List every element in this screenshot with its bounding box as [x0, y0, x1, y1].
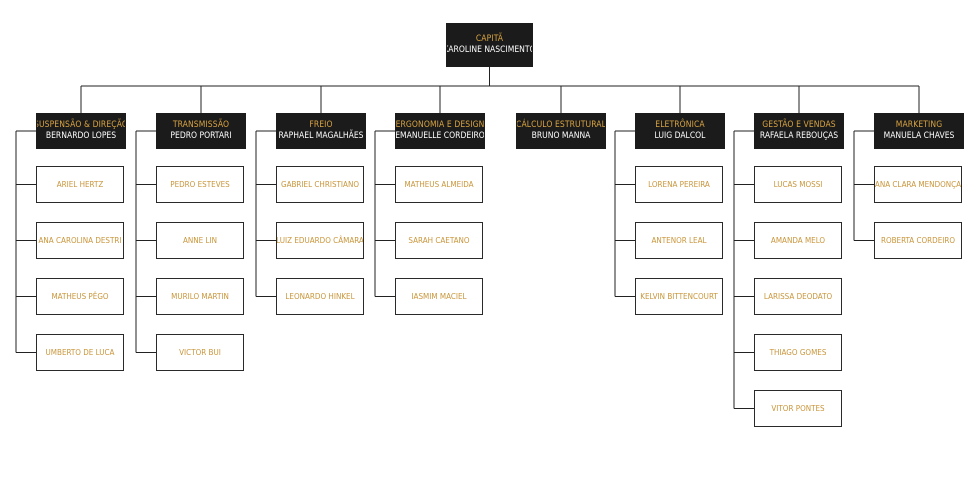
root-name: KAROLINE NASCIMENTO [446, 45, 533, 55]
department-title: MARKETING [895, 120, 943, 130]
member-node: PEDRO ESTEVES [156, 166, 244, 203]
department-lead: RAPHAEL MAGALHÃES [278, 131, 364, 141]
member-node: LUCAS MOSSI [754, 166, 842, 203]
member-name: AMANDA MELO [770, 235, 826, 245]
member-node: THIAGO GOMES [754, 334, 842, 371]
member-name: VICTOR BUI [179, 347, 221, 357]
member-name: MATHEUS ALMEIDA [404, 179, 474, 189]
member-name: ANA CAROLINA DESTRI [38, 235, 122, 245]
member-node: SARAH CAETANO [395, 222, 483, 259]
member-name: LARISSA DEODATO [763, 291, 833, 301]
member-node: IASMIM MACIEL [395, 278, 483, 315]
member-node: LEONARDO HINKEL [276, 278, 364, 315]
member-node: MURILO MARTIN [156, 278, 244, 315]
member-node: ARIEL HERTZ [36, 166, 124, 203]
department-lead: MANUELA CHAVES [883, 131, 955, 141]
department-lead: PEDRO PORTARI [170, 131, 232, 141]
department-lead: BERNARDO LOPES [45, 131, 117, 141]
member-name: IASMIM MACIEL [411, 291, 467, 301]
member-name: THIAGO GOMES [769, 347, 827, 357]
department-lead: BRUNO MANNA [531, 131, 591, 141]
member-name: ROBERTA CORDEIRO [880, 235, 956, 245]
member-name: LORENA PEREIRA [648, 179, 710, 189]
department-title: GESTÃO E VENDAS [762, 120, 836, 130]
member-name: KELVIN BITTENCOURT [640, 291, 718, 301]
member-name: LEONARDO HINKEL [285, 291, 355, 301]
member-name: PEDRO ESTEVES [170, 179, 230, 189]
member-node: KELVIN BITTENCOURT [635, 278, 723, 315]
department-title: TRANSMISSÃO [172, 120, 230, 130]
member-name: VITOR PONTES [771, 403, 825, 413]
member-node: UMBERTO DE LUCA [36, 334, 124, 371]
department-title: CÁLCULO ESTRUTURAL [516, 120, 606, 130]
member-node: ROBERTA CORDEIRO [874, 222, 962, 259]
member-node: GABRIEL CHRISTIANO [276, 166, 364, 203]
member-name: UMBERTO DE LUCA [45, 347, 115, 357]
department-title: ERGONOMIA E DESIGN [395, 120, 485, 130]
member-node: VICTOR BUI [156, 334, 244, 371]
member-node: LORENA PEREIRA [635, 166, 723, 203]
member-name: ANA CLARA MENDONÇA [874, 179, 962, 189]
member-name: SARAH CAETANO [408, 235, 470, 245]
member-node: ANTENOR LEAL [635, 222, 723, 259]
member-name: ARIEL HERTZ [56, 179, 104, 189]
member-name: ANTENOR LEAL [651, 235, 707, 245]
member-node: AMANDA MELO [754, 222, 842, 259]
member-name: GABRIEL CHRISTIANO [280, 179, 359, 189]
member-name: LUCAS MOSSI [773, 179, 823, 189]
member-name: LUIZ EDUARDO CÂMARA [276, 235, 364, 245]
department-lead: EMANUELLE CORDEIRO [395, 131, 485, 141]
member-node: VITOR PONTES [754, 390, 842, 427]
member-node: ANA CLARA MENDONÇA [874, 166, 962, 203]
department-lead: RAFAELA REBOUÇAS [759, 131, 839, 141]
member-node: LUIZ EDUARDO CÂMARA [276, 222, 364, 259]
member-node: MATHEUS ALMEIDA [395, 166, 483, 203]
member-node: MATHEUS PÊGO [36, 278, 124, 315]
member-name: MATHEUS PÊGO [51, 291, 109, 301]
department-title: FREIO [309, 120, 333, 130]
department-title: SUSPENSÃO & DIREÇÃO [36, 120, 126, 130]
member-node: ANNE LIN [156, 222, 244, 259]
member-node: LARISSA DEODATO [754, 278, 842, 315]
root-role: CAPITÃ [475, 34, 504, 44]
department-title: ELETRÔNICA [655, 120, 705, 130]
member-name: MURILO MARTIN [171, 291, 229, 301]
department-lead: LUIG DALCOL [654, 131, 706, 141]
member-name: ANNE LIN [182, 235, 218, 245]
member-node: ANA CAROLINA DESTRI [36, 222, 124, 259]
